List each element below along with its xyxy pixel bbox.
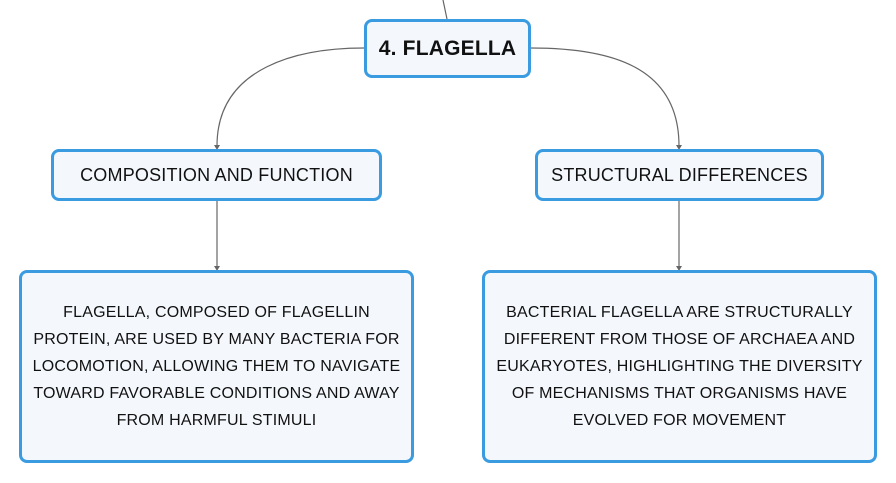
central-topic-label: 4. FLAGELLA [378,36,517,60]
arrowhead-right-topic [676,145,682,150]
detail-node-structural-differences[interactable]: BACTERIAL FLAGELLA ARE STRUCTURALLY DIFF… [482,270,877,463]
topic-label: STRUCTURAL DIFFERENCES [551,164,808,185]
detail-node-composition-and-function[interactable]: FLAGELLA, COMPOSED OF FLAGELLIN PROTEIN,… [19,270,414,463]
detail-text: BACTERIAL FLAGELLA ARE STRUCTURALLY DIFF… [496,304,863,429]
arrowhead-left-topic [214,145,220,150]
topic-node-structural-differences[interactable]: STRUCTURAL DIFFERENCES [535,149,824,201]
connector-root-to-left-topic [216,47,365,147]
detail-text: FLAGELLA, COMPOSED OF FLAGELLIN PROTEIN,… [32,304,401,429]
central-topic-node[interactable]: 4. FLAGELLA [364,19,531,78]
topic-node-composition-and-function[interactable]: COMPOSITION AND FUNCTION [51,149,382,201]
topic-label: COMPOSITION AND FUNCTION [80,164,353,185]
connector-root-to-right-topic [530,47,680,147]
parent-connector [442,0,448,20]
arrowhead-right-detail [676,266,682,271]
arrowhead-left-detail [214,266,220,271]
